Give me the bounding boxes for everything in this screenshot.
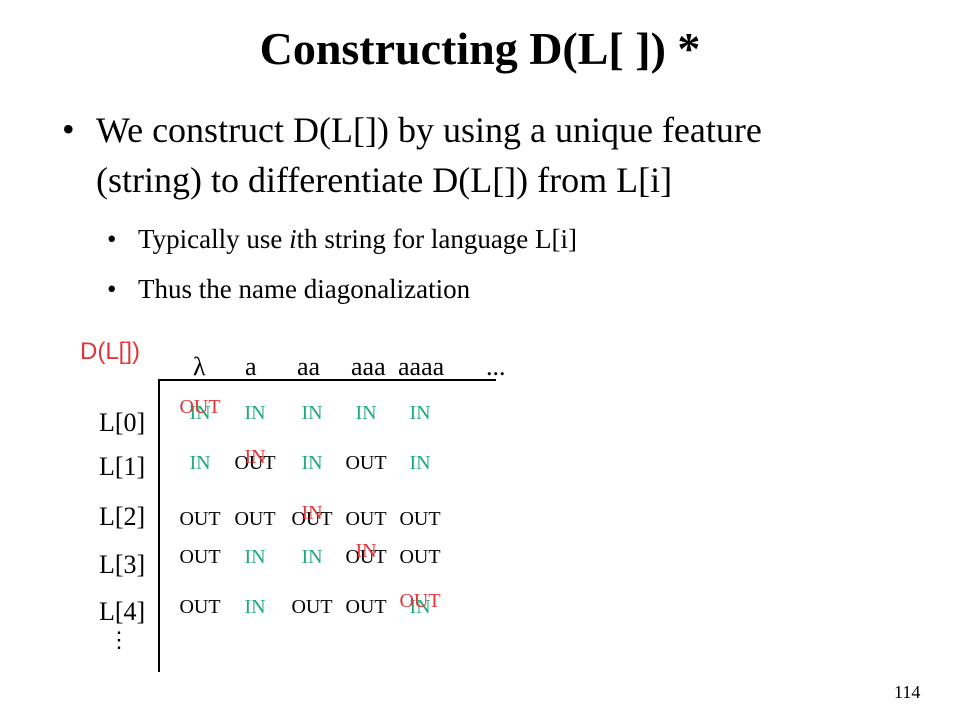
table-cell: OUT [345,596,387,618]
bullet-1-line-2: (string) to differentiate D(L[]) from L[… [96,160,673,200]
table-cell: IN [244,402,266,424]
sub-bullet-dot: • [107,274,117,304]
table-cell: OUT [234,452,276,474]
bullet-dot: • [62,109,75,149]
table-top-rule [158,379,496,381]
table-cell: OUT [179,596,221,618]
sub-bullet-1: Typically use ith string for language L[… [138,224,577,255]
diagonal-flip-value: OUT [179,396,221,418]
diagonal-flip-value: IN [301,502,323,524]
diagonal-flip-value: OUT [399,590,441,612]
table-cell: OUT [179,508,221,530]
table-cell: OUT [291,596,333,618]
sub-bullet-1-post: th string for language L[i] [296,224,578,254]
table-cell: OUT [234,508,276,530]
table-cell: OUT [345,452,387,474]
column-header: a [245,352,257,381]
diagonal-flip-value: IN [244,446,266,468]
table-cell: IN [409,596,431,618]
bullet-1-line-1: We construct D(L[]) by using a unique fe… [96,110,762,150]
table-cell: IN [301,402,323,424]
table-cell: IN [244,546,266,568]
sub-bullet-dot: • [107,224,117,254]
sub-bullet-1-pre: Typically use [138,224,290,254]
table-cell: IN [189,402,211,424]
column-header: aa [297,352,321,381]
more-rows-ellipsis: ⋮ [108,627,130,652]
row-label: L[1] [99,452,146,481]
slide-title: Constructing D(L[ ]) * [259,23,701,74]
table-left-rule [158,380,160,672]
row-label: L[4] [99,597,146,626]
column-header: aaaa [398,352,445,381]
table-cell: IN [409,402,431,424]
sub-bullet-1-em: i [289,224,297,254]
column-header: aaa [351,352,386,381]
table-cell: OUT [399,546,441,568]
table-cell: IN [409,452,431,474]
row-label: L[2] [99,502,146,531]
sub-bullet-2: Thus the name diagonalization [138,274,471,304]
diagonal-language-label: D(L[]) [80,338,140,365]
table-cell: IN [355,402,377,424]
column-header: λ [193,352,206,381]
table-cell: OUT [179,546,221,568]
row-label: L[0] [99,408,146,437]
table-cell: OUT [399,508,441,530]
page-number: 114 [894,682,921,702]
table-cell: OUT [345,546,387,568]
diagonal-flip-value: IN [355,540,377,562]
table-cell: IN [301,546,323,568]
table-cell: OUT [345,508,387,530]
table-cell: IN [244,596,266,618]
column-header: ... [486,352,506,381]
table-cell: IN [301,452,323,474]
row-label: L[3] [99,550,146,579]
table-cell: IN [189,452,211,474]
table-cell: OUT [291,508,333,530]
